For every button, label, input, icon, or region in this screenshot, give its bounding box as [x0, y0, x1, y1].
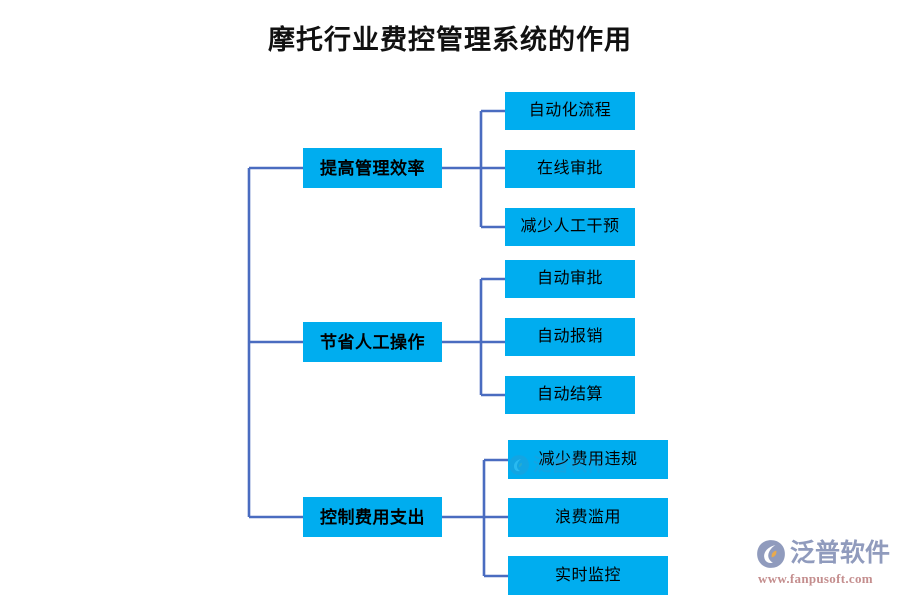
fanpu-logo-icon	[757, 540, 785, 568]
leaf-node-2-3-label: 自动结算	[536, 386, 603, 403]
leaf-node-3-1-label: 减少费用违规	[538, 450, 638, 468]
leaf-node-1-1[interactable]: 自动化流程	[505, 92, 635, 130]
watermark-logo: 泛普软件 www.fanpusoft.com	[756, 538, 892, 590]
leaf-node-1-3[interactable]: 减少人工干预	[505, 208, 635, 246]
leaf-node-2-2[interactable]: 自动报销	[505, 318, 635, 356]
leaf-node-1-1-label: 自动化流程	[528, 102, 612, 119]
branch-node-3[interactable]: 控制费用支出	[303, 497, 442, 537]
watermark-row: 泛普软件	[756, 538, 892, 570]
leaf-node-3-2-label: 浪费滥用	[554, 508, 621, 526]
leaf-node-1-2-label: 在线审批	[536, 160, 603, 177]
branch-node-2-label: 节省人工操作	[320, 332, 425, 352]
watermark-brand: 泛普软件	[790, 540, 891, 567]
leaf-node-1-3-label: 减少人工干预	[520, 218, 620, 235]
branch-node-1[interactable]: 提高管理效率	[303, 148, 442, 188]
leaf-node-2-2-label: 自动报销	[536, 328, 603, 345]
leaf-node-2-1[interactable]: 自动审批	[505, 260, 635, 298]
leaf-node-1-2[interactable]: 在线审批	[505, 150, 635, 188]
branch-node-2[interactable]: 节省人工操作	[303, 322, 442, 362]
leaf-node-2-1-label: 自动审批	[536, 270, 603, 287]
branch-node-1-label: 提高管理效率	[320, 158, 425, 178]
leaf-node-3-1[interactable]: 减少费用违规	[508, 440, 668, 479]
leaf-node-3-2[interactable]: 浪费滥用	[508, 498, 668, 537]
watermark-url: www.fanpusoft.com	[758, 571, 873, 586]
leaf-node-2-3[interactable]: 自动结算	[505, 376, 635, 414]
branch-node-3-label: 控制费用支出	[320, 507, 425, 527]
leaf-node-3-3[interactable]: 实时监控	[508, 556, 668, 595]
leaf-node-3-3-label: 实时监控	[554, 566, 621, 584]
page-title: 摩托行业费控管理系统的作用	[268, 25, 632, 55]
